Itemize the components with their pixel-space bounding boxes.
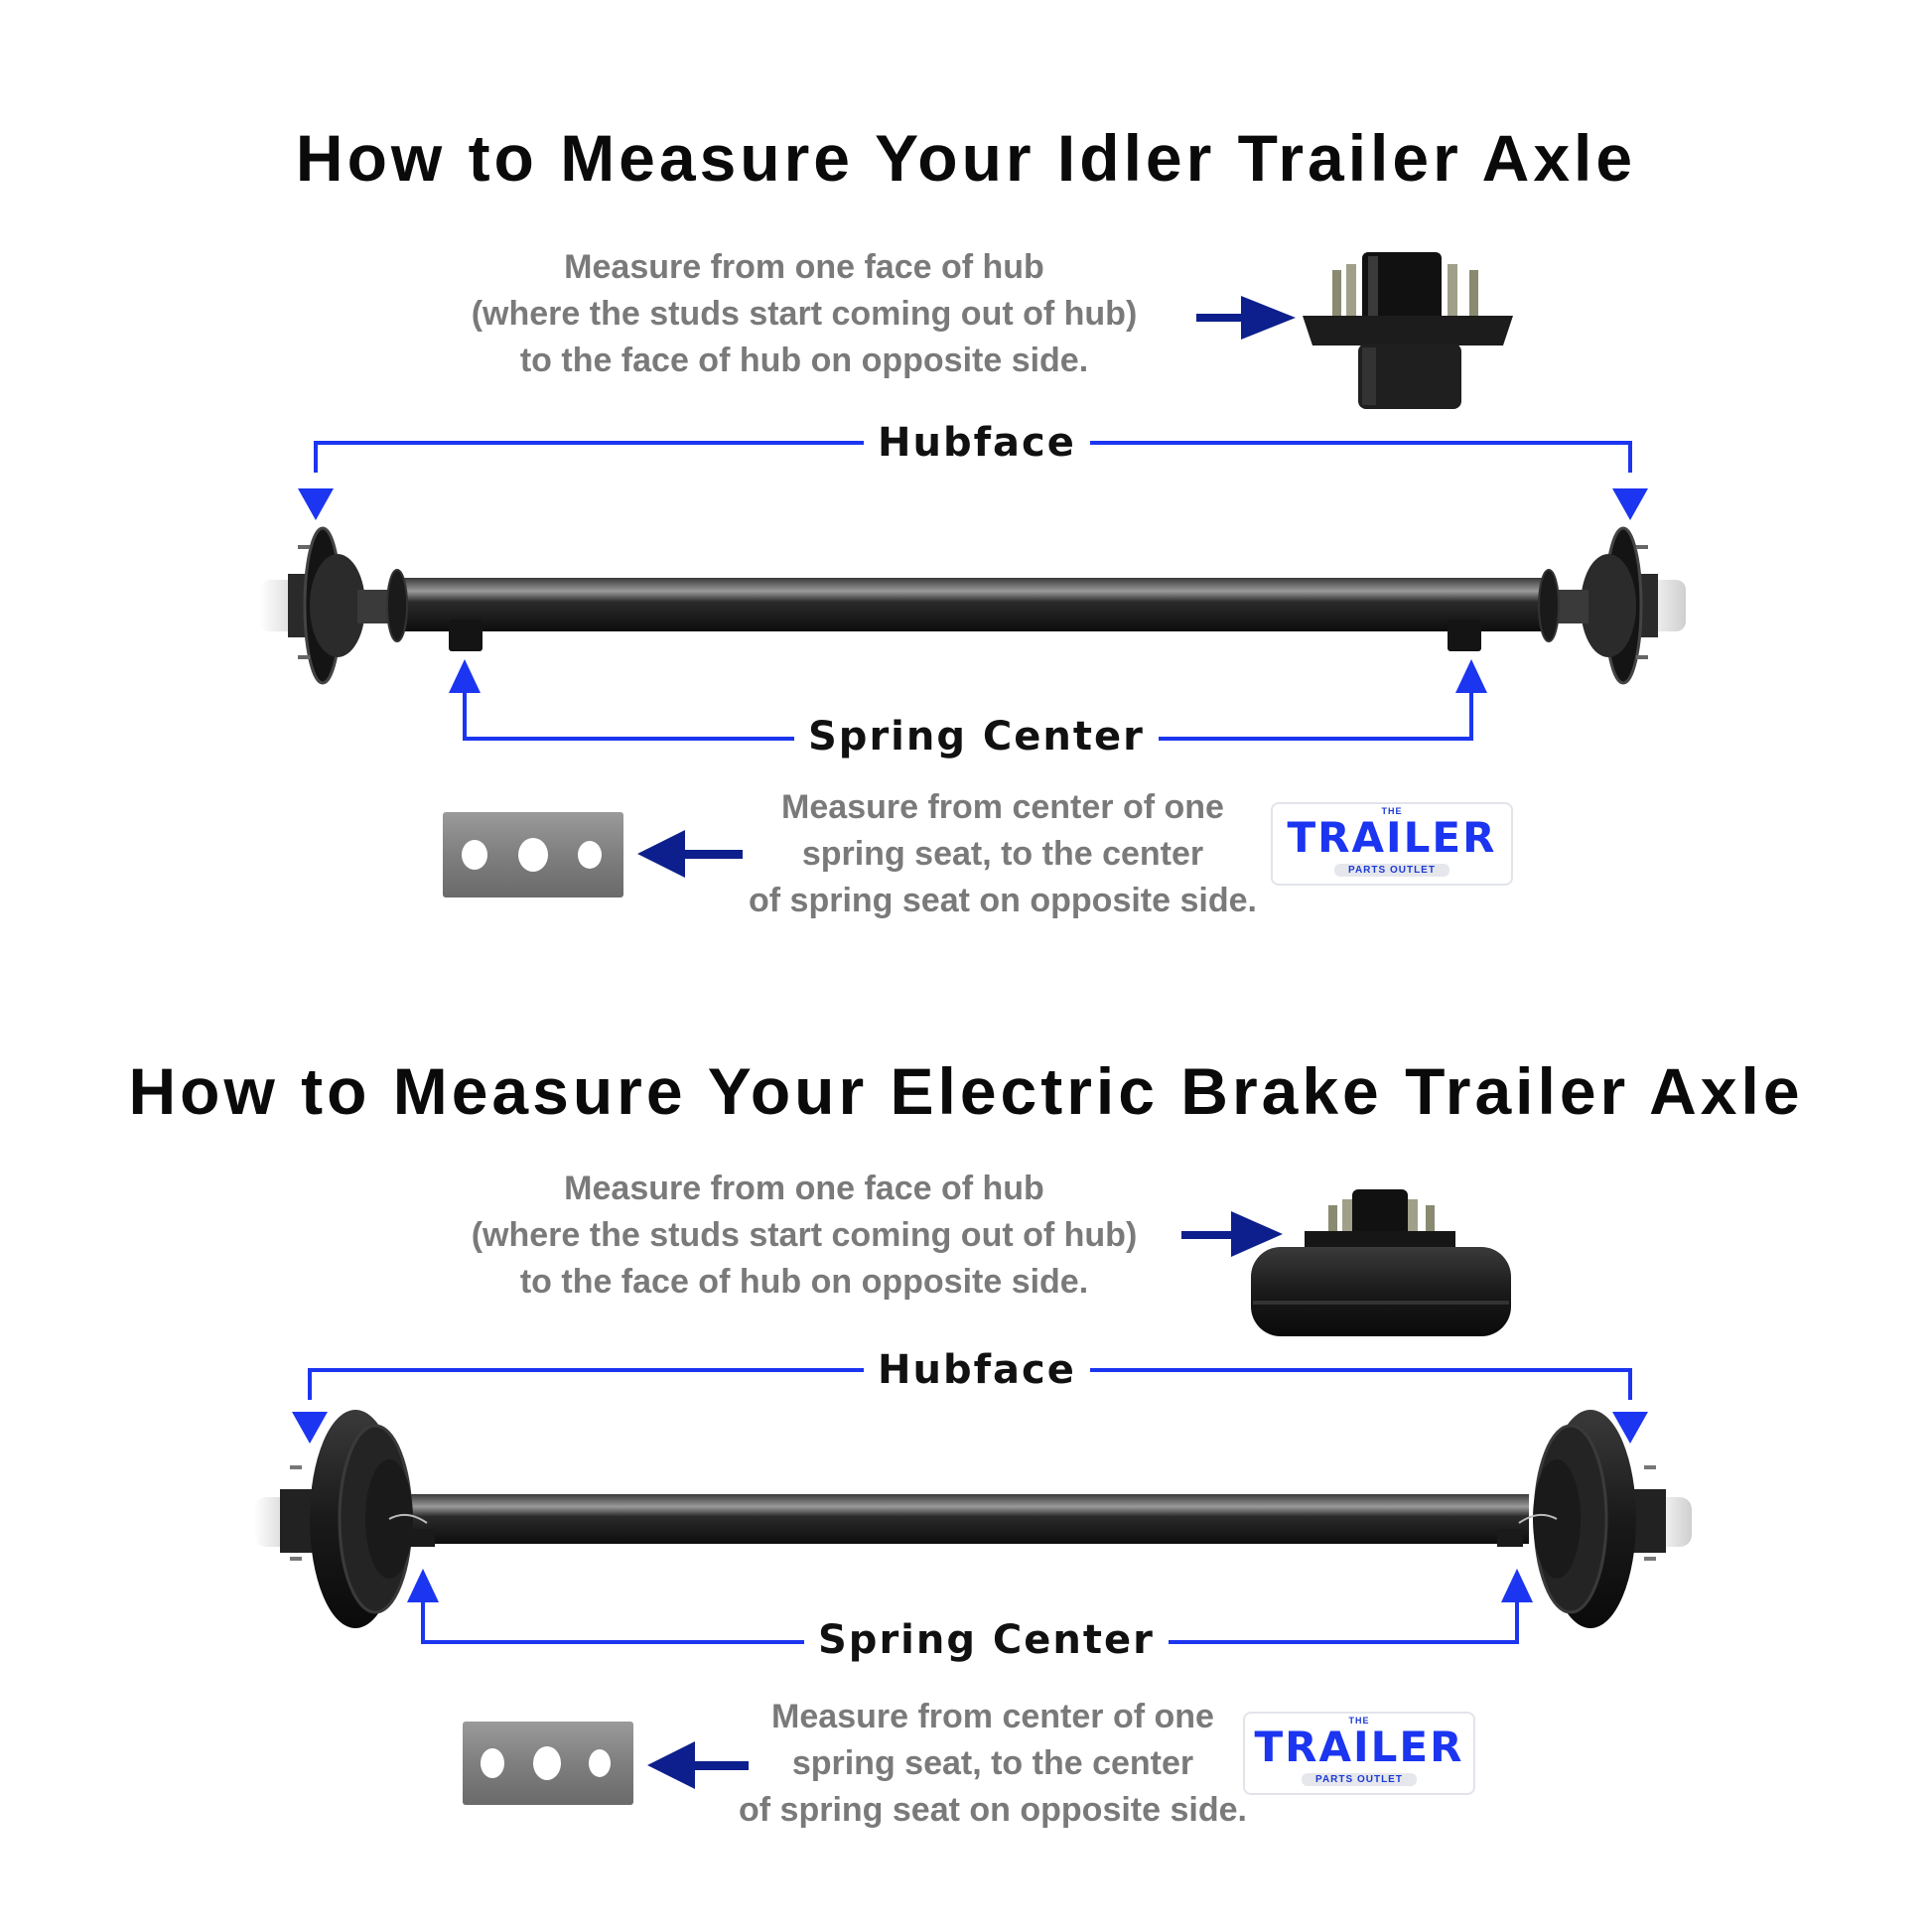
logo-sub: PARTS OUTLET <box>1334 864 1449 877</box>
trailer-parts-outlet-logo: THE TRAILER PARTS OUTLET <box>1243 1712 1475 1795</box>
spring-description-line: spring seat, to the center <box>801 835 1204 873</box>
hub-description-line: to the face of hub on opposite side. <box>519 342 1089 379</box>
hub-description-line: Measure from one face of hub <box>564 248 1044 286</box>
electric-brake-axle-icon <box>254 1410 1692 1628</box>
logo-main: TRAILER <box>1287 813 1497 862</box>
hub-description-line: (where the studs start coming out of hub… <box>471 1216 1138 1254</box>
spring-description-line: of spring seat on opposite side. <box>749 882 1257 919</box>
idler-hub-icon <box>1196 252 1513 409</box>
hubface-label: Hubface <box>864 1350 1090 1390</box>
spring-description-line: Measure from center of one <box>771 1698 1214 1735</box>
logo-the: THE <box>1348 1716 1370 1725</box>
section-title-electric-brake: How to Measure Your Electric Brake Trail… <box>128 1054 1804 1128</box>
hub-description: Measure from one face of hub (where the … <box>417 1166 1191 1306</box>
logo-main: TRAILER <box>1254 1723 1464 1771</box>
trailer-parts-outlet-logo: THE TRAILER PARTS OUTLET <box>1271 802 1513 886</box>
hub-description-line: (where the studs start coming out of hub… <box>471 295 1138 333</box>
spring-center-label: Spring Center <box>794 717 1159 757</box>
spring-center-label: Spring Center <box>804 1620 1169 1660</box>
hub-description-line: to the face of hub on opposite side. <box>519 1263 1089 1301</box>
hub-description: Measure from one face of hub (where the … <box>407 244 1201 384</box>
spring-seat-icon <box>463 1722 633 1805</box>
spring-seat-pointer-arrow <box>637 830 743 878</box>
section-title-idler: How to Measure Your Idler Trailer Axle <box>295 121 1637 195</box>
spring-seat-description: Measure from center of one spring seat, … <box>675 784 1330 924</box>
spring-seat-icon <box>443 812 623 897</box>
hubface-label: Hubface <box>864 423 1090 463</box>
spring-description-line: of spring seat on opposite side. <box>739 1791 1247 1829</box>
idler-axle-icon <box>260 526 1686 685</box>
brake-drum-hub-icon <box>1181 1189 1511 1336</box>
spring-seat-description: Measure from center of one spring seat, … <box>665 1694 1320 1834</box>
spring-description-line: spring seat, to the center <box>791 1744 1194 1782</box>
logo-sub: PARTS OUTLET <box>1302 1773 1417 1786</box>
logo-the: THE <box>1381 806 1403 816</box>
spring-description-line: Measure from center of one <box>781 788 1224 826</box>
hub-description-line: Measure from one face of hub <box>564 1170 1044 1207</box>
spring-seat-pointer-arrow <box>647 1741 749 1789</box>
